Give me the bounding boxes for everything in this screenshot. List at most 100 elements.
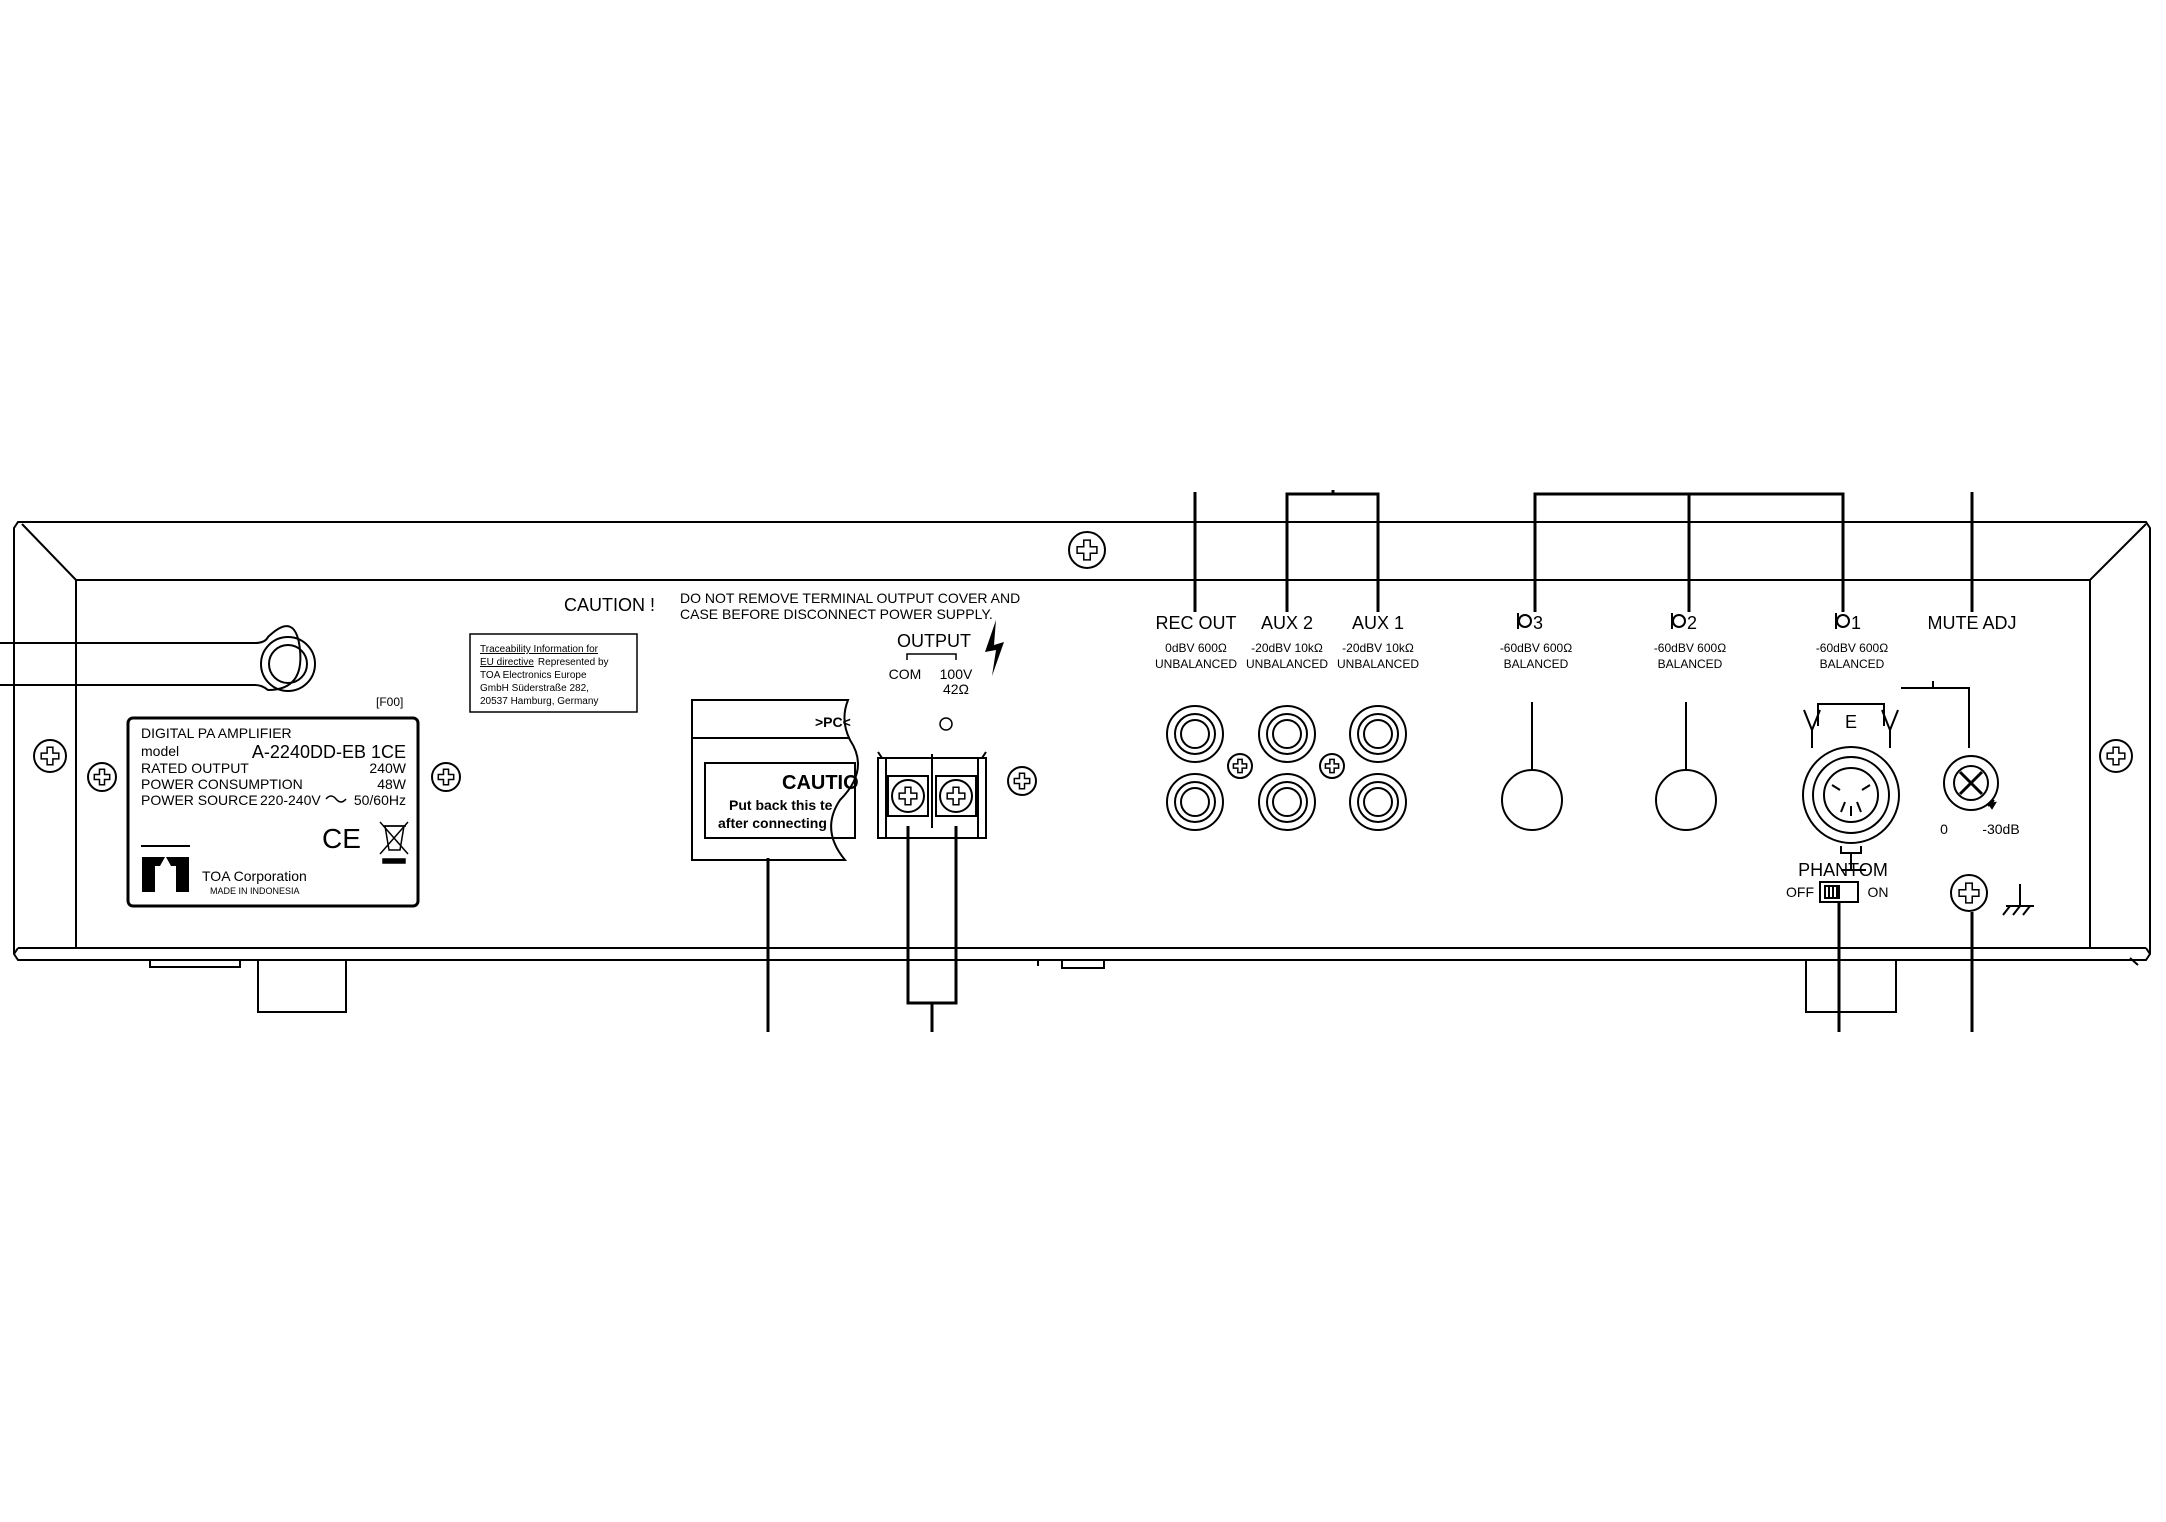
terminal-cover: >PC< CAUTIO Put back this te after conne… <box>691 699 859 861</box>
chassis-outer <box>13 521 2151 961</box>
mute-adj-label: MUTE ADJ <box>1927 613 2016 633</box>
aux2-spec-1: -20dBV 10kΩ <box>1251 641 1323 655</box>
traceability-eu-directive: EU directive <box>480 657 534 668</box>
chassis-top-bevel <box>21 523 2147 581</box>
aux2-rca-jack-bottom[interactable] <box>1258 773 1316 831</box>
power-cord-grommet <box>260 636 316 692</box>
screw-ground-icon <box>1950 874 1988 912</box>
output-100v: 100V <box>940 666 973 682</box>
traceability-line-1: Traceability Information for <box>480 644 599 655</box>
xlr-pin-right-icon <box>1881 709 1899 733</box>
nameplate-title: DIGITAL PA AMPLIFIER <box>141 725 292 741</box>
terminal-cover-pc-label: >PC< <box>815 714 851 730</box>
ground-symbol-icon <box>2002 884 2034 916</box>
mic3-spec-2: BALANCED <box>1504 657 1569 671</box>
caution-line-2: CASE BEFORE DISCONNECT POWER SUPPLY. <box>680 606 993 622</box>
nameplate-source-label: POWER SOURCE <box>141 792 258 808</box>
nameplate-made-in: MADE IN INDONESIA <box>210 886 300 896</box>
traceability-line-3: TOA Electronics Europe <box>480 670 587 681</box>
mic3-jack <box>1501 769 1563 831</box>
ce-mark: CE <box>322 823 361 854</box>
callout-output-terminal <box>906 826 958 1005</box>
aux2-label: AUX 2 <box>1261 613 1313 633</box>
mic3-spec-1: -60dBV 600Ω <box>1500 641 1572 655</box>
traceability-line-4: GmbH Süderstraße 282, <box>480 683 589 694</box>
nameplate-rated-label: RATED OUTPUT <box>141 760 249 776</box>
nameplate-consumption-label: POWER CONSUMPTION <box>141 776 303 792</box>
mic1-spec-1: -60dBV 600Ω <box>1816 641 1888 655</box>
callout-mute-detail <box>1933 687 1970 748</box>
rec-out-rca-jack-bottom[interactable] <box>1166 773 1224 831</box>
mic-jacks <box>1501 702 1717 831</box>
mic1-spec-2: BALANCED <box>1820 657 1885 671</box>
caution-title: CAUTION ! <box>564 595 655 615</box>
caution-line-1: DO NOT REMOVE TERMINAL OUTPUT COVER AND <box>680 590 1020 606</box>
foot-left <box>257 960 347 1013</box>
xlr-outer-ring <box>1802 746 1900 844</box>
mic2-mic-icon <box>1671 613 1686 629</box>
terminal-100v-frame <box>935 775 977 817</box>
terminal-com-frame <box>887 775 929 817</box>
terminal-cover-label-frame <box>704 762 856 839</box>
nameplate-source-voltage: 220-240V <box>260 792 321 808</box>
phantom-on-label: ON <box>1868 884 1889 900</box>
nameplate-frame <box>126 716 420 908</box>
phantom-switch[interactable] <box>1819 881 1859 903</box>
xlr-ground-pin-label: E <box>1845 712 1857 732</box>
screw-terminal-side-icon <box>1007 766 1037 796</box>
mic2-label: 2 <box>1687 613 1697 633</box>
chassis <box>13 521 2151 961</box>
xlr-inner-ring <box>1812 756 1890 834</box>
output-impedance: 42Ω <box>943 681 969 697</box>
power-cord-body <box>0 625 302 692</box>
foot-strip-mid <box>1061 960 1105 969</box>
terminal-cover-caution: CAUTIO <box>782 772 859 794</box>
chassis-feet <box>149 957 2139 1013</box>
chassis-corner-bl <box>13 947 19 955</box>
mic1-mic-icon <box>1835 613 1850 629</box>
f00-code: [F00] <box>376 695 403 709</box>
screw-top-center-icon <box>1068 531 1106 569</box>
power-cord <box>0 625 316 692</box>
nameplate-rated-value: 240W <box>369 760 406 776</box>
terminal-cover-line-2: after connecting <box>718 815 827 831</box>
port-labels: REC OUT 0dBV 600Ω UNBALANCED AUX 2 -20dB… <box>1155 613 2020 837</box>
mic2-spec-1: -60dBV 600Ω <box>1654 641 1726 655</box>
output-bracket <box>906 653 957 660</box>
aux1-spec-1: -20dBV 10kΩ <box>1342 641 1414 655</box>
callout-aux <box>1285 492 1380 612</box>
foot-strip-left <box>149 960 241 968</box>
mute-adj-max: -30dB <box>1982 821 2019 837</box>
aux1-label: AUX 1 <box>1352 613 1404 633</box>
foot-tick-right <box>2129 957 2139 966</box>
screw-nameplate-left-icon <box>87 762 117 792</box>
aux1-rca-jack-top[interactable] <box>1349 705 1407 763</box>
aux1-spec-2: UNBALANCED <box>1337 657 1419 671</box>
phantom-off-label: OFF <box>1786 884 1814 900</box>
mute-adj-knob[interactable] <box>1943 755 1999 811</box>
weee-bin-icon <box>379 821 409 864</box>
terminal-screw-100v-icon <box>939 779 973 813</box>
screw-left-icon <box>33 739 67 773</box>
ac-tilde-icon <box>325 795 347 803</box>
mic1-xlr-jack <box>1802 703 1900 871</box>
xlr-pin-left-icon <box>1803 709 1821 733</box>
aux2-rca-jack-top[interactable] <box>1258 705 1316 763</box>
mute-adj-min: 0 <box>1940 821 1948 837</box>
output-title: OUTPUT <box>897 631 971 651</box>
nameplate-company: TOA Corporation <box>202 868 307 884</box>
aux1-rca-jack-bottom[interactable] <box>1349 773 1407 831</box>
screw-right-icon <box>2099 739 2133 773</box>
rec-out-rca-jack-top[interactable] <box>1166 705 1224 763</box>
terminal-screw-com-icon <box>891 779 925 813</box>
rca-jacks <box>1166 705 1407 831</box>
phantom-label: PHANTOM <box>1798 860 1888 880</box>
terminal-cover-line-1: Put back this te <box>729 797 833 813</box>
terminal-indicator-hole <box>939 717 953 731</box>
rec-out-spec-2: UNBALANCED <box>1155 657 1237 671</box>
traceability-box: Traceability Information for EU directiv… <box>469 633 638 713</box>
speaker-output-terminal <box>877 751 987 839</box>
